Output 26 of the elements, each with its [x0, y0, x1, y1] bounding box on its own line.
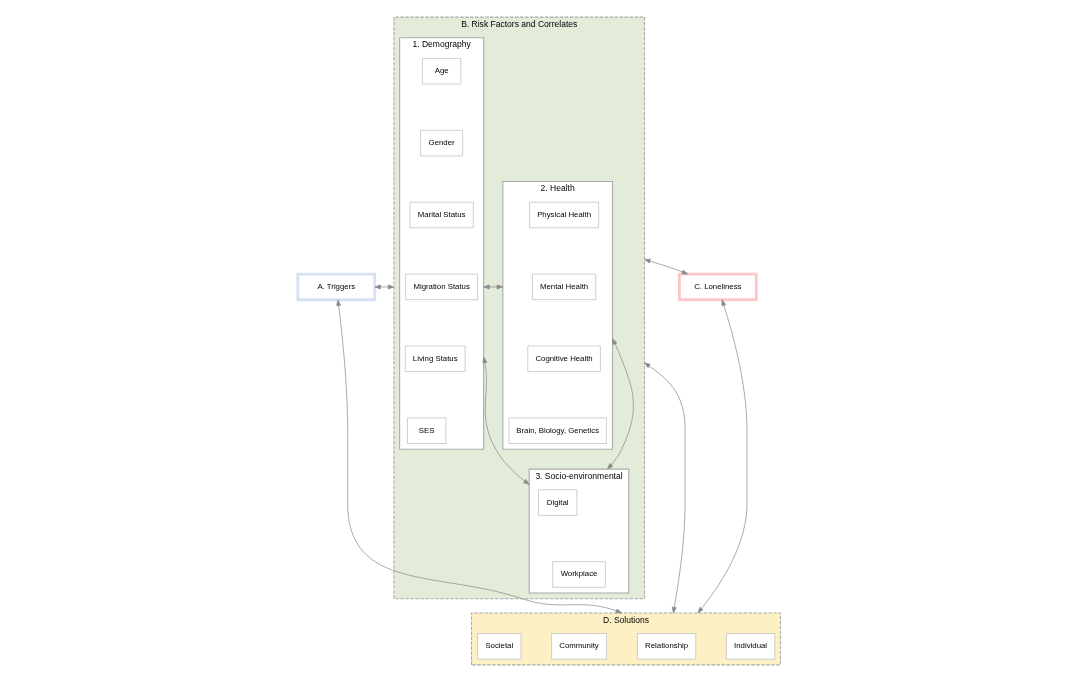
node-box: Living Status: [404, 345, 465, 372]
node-box: Mental Health: [531, 273, 596, 301]
arrow: [373, 284, 394, 290]
node-box: Workplace: [551, 561, 606, 588]
node-box: Community: [550, 633, 607, 660]
arrow: [335, 299, 622, 614]
node-box: Marital Status: [409, 201, 474, 229]
node-box: Brain, Biology, Genetics: [508, 417, 607, 444]
arrow: [697, 299, 747, 614]
node-box: SES: [406, 417, 446, 444]
arrow: [643, 362, 685, 614]
node-box: Digital: [537, 489, 577, 516]
node-box: C. Loneliness: [677, 272, 758, 302]
arrow: [482, 356, 530, 485]
node-box: Migration Status: [404, 273, 478, 301]
node-box: Individual: [725, 633, 775, 660]
node-box: Relationship: [636, 633, 696, 660]
arrow: [606, 338, 634, 470]
node-box: Physical Health: [528, 201, 599, 229]
node-box: Cognitive Health: [526, 345, 601, 372]
arrow: [643, 258, 688, 275]
arrow: [482, 284, 503, 290]
node-box: Gender: [419, 129, 463, 157]
node-box: Societal: [476, 633, 521, 660]
node-box: Age: [421, 58, 461, 85]
node-box: A. Triggers: [295, 272, 376, 302]
